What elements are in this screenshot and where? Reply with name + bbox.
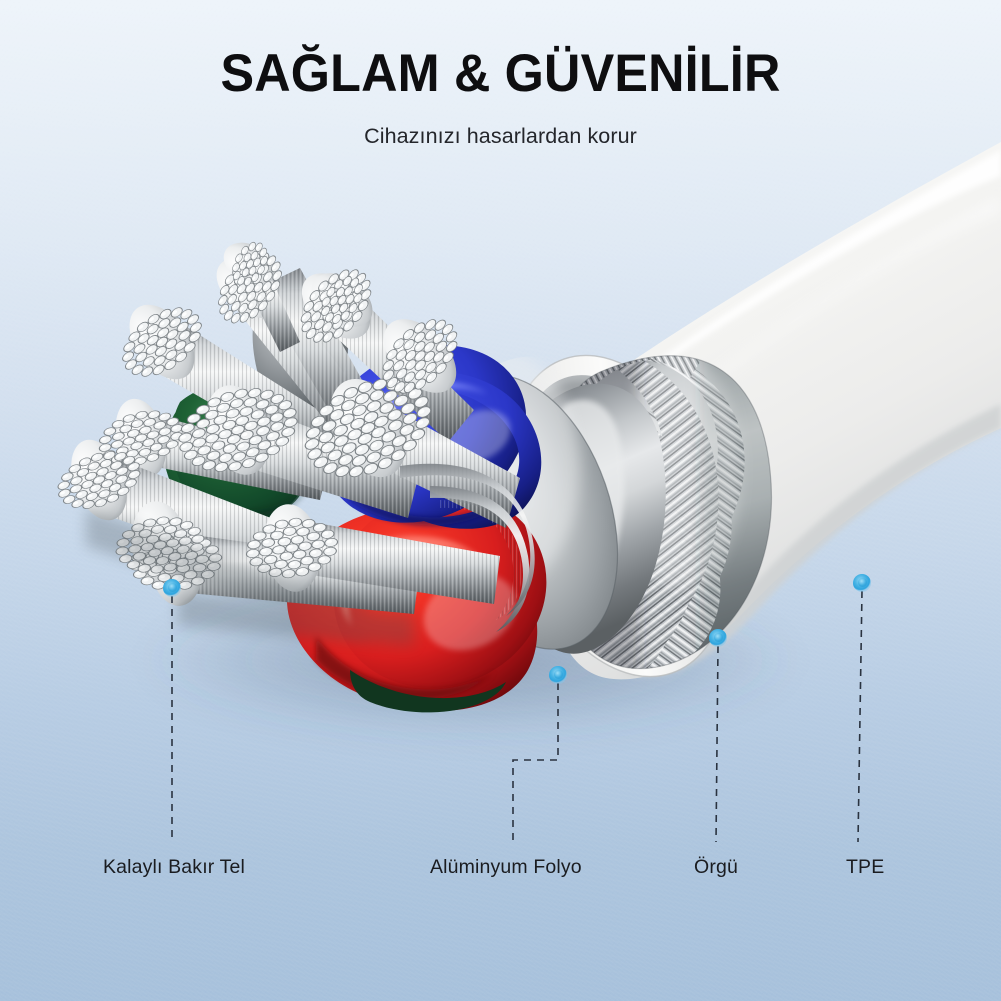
callout-label-tpe: TPE [846,856,885,878]
callout-label-copper: Kalaylı Bakır Tel [103,856,246,878]
strand-cluster [98,410,184,466]
strand-cluster [57,451,141,509]
callout-dot-tpe[interactable] [853,574,871,592]
callout-dot-foil[interactable] [549,666,567,684]
callout-dot-copper[interactable] [163,579,181,597]
tpe-jacket-shading [620,404,1001,677]
strand-cluster [382,319,458,393]
leader-line-braid [715,645,719,843]
header-block: SAĞLAM & GÜVENİLİR Cihazınızı hasarlarda… [0,0,1001,149]
bundle-shading [86,508,414,646]
core-green-lower [350,670,506,713]
strand-cluster [178,388,298,472]
strand-cluster [122,307,202,377]
leader-line-tpe [857,590,863,843]
strand-cluster [321,275,363,325]
conductor-bundle-12 [430,486,530,632]
tpe-jacket-sheen [624,196,1001,502]
tpe-jacket-highlight [592,150,1001,470]
page-subtitle: Cihazınızı hasarlardan korur [364,124,637,149]
callout-label-braid: Örgü [694,856,738,878]
callout-dot-braid[interactable] [709,629,727,647]
conductor-bundle-13 [400,463,535,616]
strand-cluster [304,378,432,478]
strand-cluster [245,517,339,579]
callout-label-foil: Alüminyum Folyo [430,856,582,878]
strand-cluster [232,241,268,287]
leader-line-foil [512,683,559,842]
page-title: SAĞLAM & GÜVENİLİR [220,44,781,103]
